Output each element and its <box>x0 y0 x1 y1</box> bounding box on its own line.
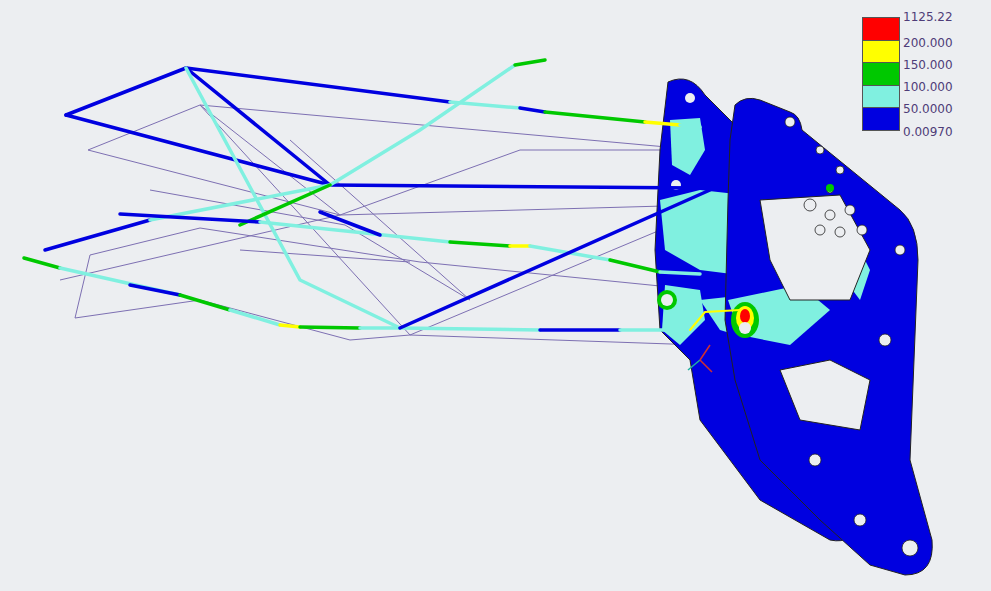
legend-value: 1125.22 <box>903 10 953 24</box>
legend-value: 50.0000 <box>903 102 953 116</box>
legend-swatch <box>862 107 900 131</box>
tube-frame <box>24 60 740 330</box>
legend-swatch <box>862 17 900 41</box>
axis-triad <box>688 345 712 372</box>
undeformed-wireframe <box>60 105 720 345</box>
front-bracket-plate <box>725 98 932 575</box>
legend-value: 150.000 <box>903 58 953 72</box>
legend-swatch <box>862 40 900 64</box>
legend-swatch <box>862 85 900 109</box>
legend-value: 100.000 <box>903 80 953 94</box>
legend-value: 200.000 <box>903 36 953 50</box>
legend-swatch <box>862 62 900 86</box>
legend-min-value: 0.00970 <box>903 125 953 139</box>
